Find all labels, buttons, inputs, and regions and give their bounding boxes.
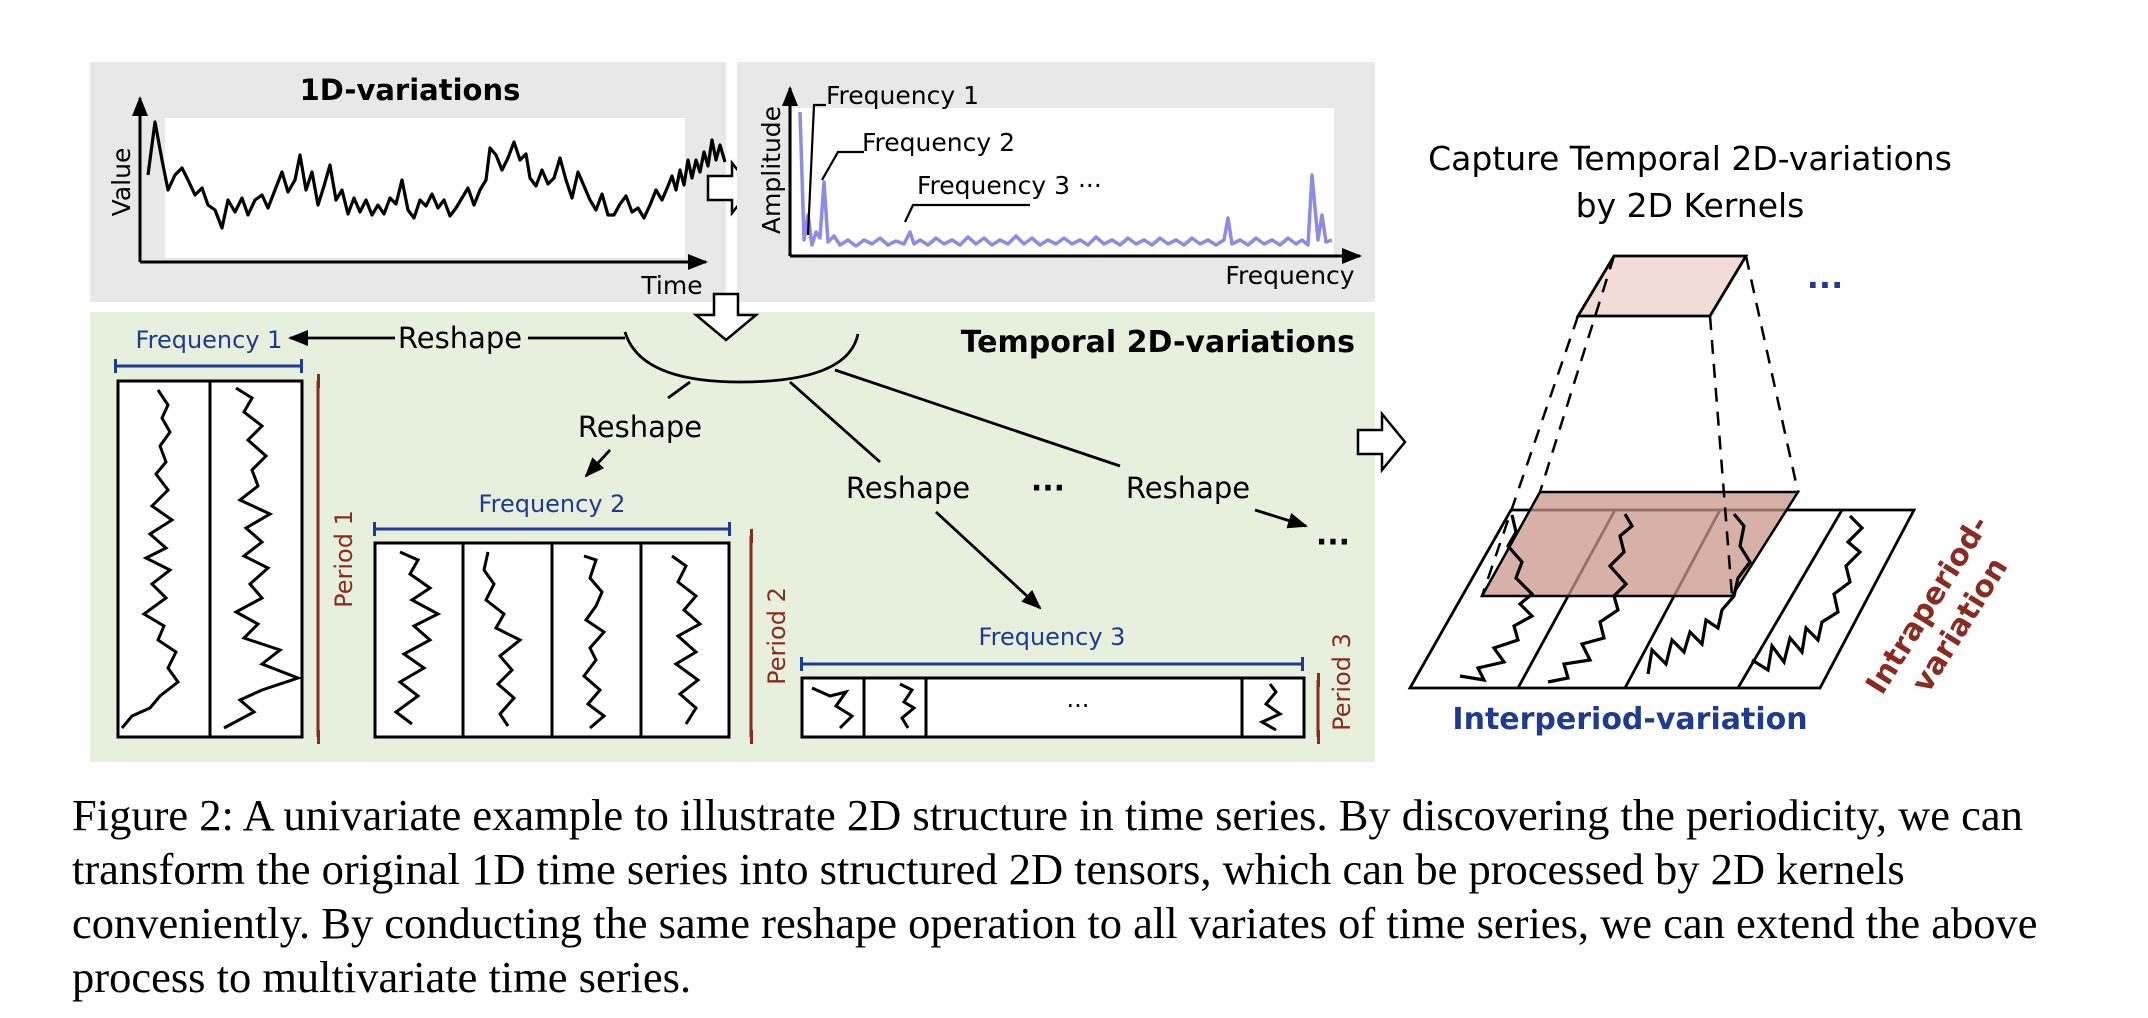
figure-caption: Figure 2: A univariate example to illust… (72, 790, 2038, 1002)
projection-line-2 (1538, 255, 1616, 493)
reshape-split-curve (623, 331, 860, 384)
tensor-wave-1 (1459, 514, 1535, 683)
block-1-column-2-series (223, 386, 303, 730)
frequency-1-leader (806, 103, 826, 236)
right-arrow-2d-to-kernel (1356, 410, 1407, 474)
panel-2d-title: Temporal 2D-variations (961, 325, 1355, 360)
block-2-column-3-series (581, 554, 607, 730)
more-frequencies-ellipsis: ··· (1316, 525, 1350, 560)
time-axis-label: Time (640, 271, 702, 300)
reshape-2-arrow (584, 449, 612, 478)
reshape-3-line-top (789, 380, 881, 464)
panel-temporal-2d-variations: Temporal 2D-variations Reshape Reshape R… (90, 292, 1407, 762)
reshape-2-line-top (667, 380, 691, 400)
frequency-3-leader (904, 203, 1030, 223)
reshape-4-label: Reshape (1126, 471, 1250, 505)
kernel-top-square (1575, 254, 1749, 318)
projection-line-4 (1744, 255, 1800, 493)
frequency-1-annotation: Frequency 1 (826, 81, 979, 110)
amplitude-axis-label: Amplitude (757, 106, 786, 234)
spectrum-line (798, 111, 1333, 248)
panel-frequency-spectrum: Amplitude Frequency Frequency 1 Frequenc… (737, 62, 1375, 302)
block-frequency-2: Frequency 2 Period 2 (373, 490, 791, 744)
reshape-ellipsis: ··· (1031, 471, 1065, 506)
kernel-title-line-1: Capture Temporal 2D-variations (1428, 139, 1952, 178)
projection-line-1 (1480, 315, 1580, 597)
value-axis-label: Value (107, 148, 136, 217)
reshape-4-arrow (1254, 508, 1308, 529)
panel-1d-plot-area (165, 118, 685, 258)
tensor-wave-3 (1646, 512, 1752, 675)
figure-diagram: 1D-variations Value Time Amplitude Frequ… (90, 62, 2015, 762)
block-3-column-1-series (811, 686, 855, 730)
frequency-3-label: Frequency 3 (979, 623, 1126, 651)
down-arrow-freq-to-2d (692, 292, 760, 342)
frequency-3-annotation: Frequency 3 ··· (917, 171, 1102, 200)
reshape-2-label: Reshape (578, 410, 702, 444)
frequency-2-label: Frequency 2 (479, 490, 626, 518)
block-3-tensor (800, 676, 1306, 739)
tensor-column-divider-3 (1736, 509, 1844, 689)
panel-1d-variations: 1D-variations Value Time (90, 62, 727, 302)
kernel-ellipsis: ··· (1807, 266, 1843, 304)
tensor-wave-4 (1751, 514, 1865, 673)
panel-2d-kernels: Capture Temporal 2D-variations by 2D Ker… (1407, 139, 2015, 737)
reshape-4-line-top (834, 368, 1121, 468)
block-3-ellipsis: ··· (1067, 692, 1090, 720)
reshape-1-label: Reshape (398, 321, 522, 355)
block-3-column-last-series (1258, 683, 1284, 732)
block-frequency-1: Frequency 1 Period 1 (114, 326, 358, 744)
block-3-column-2-series-line (899, 682, 917, 729)
frequency-2-leader (821, 150, 864, 181)
frequency-2-annotation: Frequency 2 (862, 128, 1015, 157)
interperiod-variation-label: Interperiod-variation (1452, 702, 1807, 737)
block-1-column-1-series (120, 389, 181, 729)
period-2-label: Period 2 (763, 587, 791, 685)
block-2-column-1-series (393, 550, 442, 726)
period-1-label: Period 1 (330, 510, 358, 608)
frequency-axis-label: Frequency (1225, 261, 1354, 290)
reshape-3-label: Reshape (846, 471, 970, 505)
reshape-3-arrow (935, 510, 1042, 610)
tensor-wave-2 (1547, 513, 1635, 684)
time-series-line (146, 120, 727, 230)
block-2-column-2-series (482, 551, 523, 727)
panel-freq-plot-area (792, 108, 1334, 256)
period-3-label: Period 3 (1328, 633, 1356, 731)
frequency-1-label: Frequency 1 (136, 326, 283, 354)
block-2-column-4-series (671, 554, 703, 725)
panel-1d-title: 1D-variations (300, 73, 521, 107)
kernel-title-line-2: by 2D Kernels (1576, 186, 1805, 225)
block-frequency-3: Frequency 3 ··· Period 3 (800, 623, 1356, 744)
